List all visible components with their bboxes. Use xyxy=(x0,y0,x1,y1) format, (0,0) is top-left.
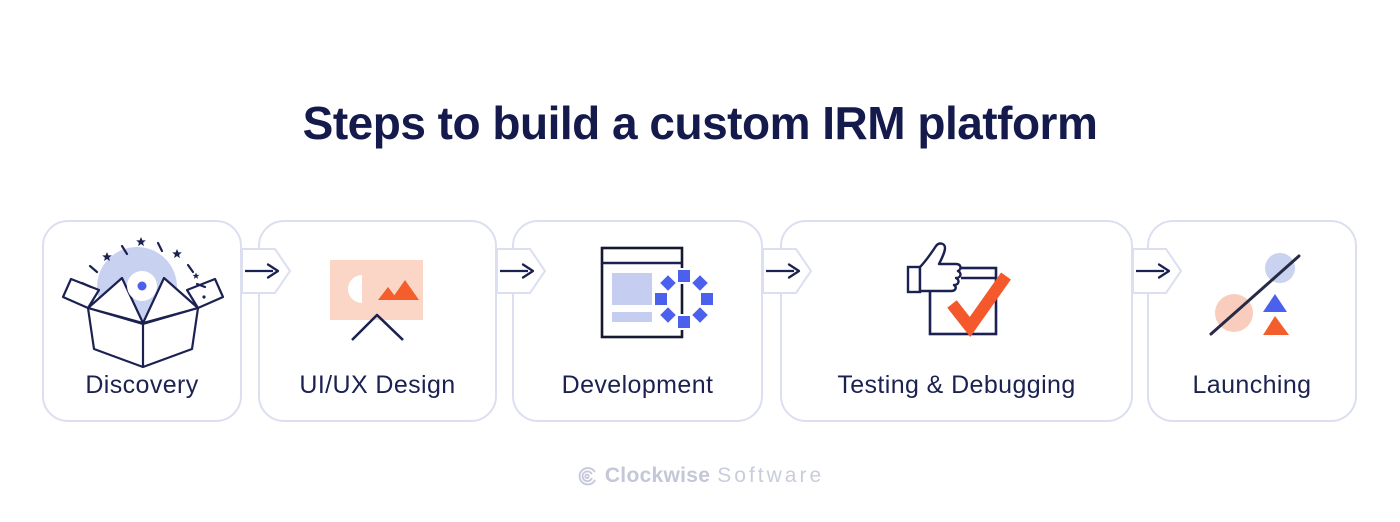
step-card-testing-debugging: Testing & Debugging xyxy=(780,220,1133,422)
step-card-launching: Launching xyxy=(1147,220,1357,422)
launch-shapes-icon xyxy=(1209,253,1301,336)
step-card-discovery: Discovery xyxy=(42,220,242,422)
step-label-discovery: Discovery xyxy=(85,371,199,399)
brand-suffix: Software xyxy=(717,464,825,487)
step-card-uiux-design: UI/UX Design xyxy=(258,220,497,422)
brand-name: Clockwise xyxy=(604,464,711,487)
page-title: Steps to build a custom IRM platform xyxy=(302,97,1098,149)
step-card-development: Development xyxy=(512,220,763,422)
step-label-development: Development xyxy=(561,371,714,399)
thumbs-up-check-icon xyxy=(906,242,1011,338)
step-label-launching: Launching xyxy=(1192,371,1312,399)
clockwise-logo-icon xyxy=(578,467,596,486)
step-label-uiux-design: UI/UX Design xyxy=(299,371,456,399)
design-board-icon xyxy=(330,260,423,341)
open-box-sparkles-icon xyxy=(61,237,225,369)
step-label-testing-debugging: Testing & Debugging xyxy=(837,371,1076,399)
browser-loading-icon xyxy=(600,246,715,339)
footer-brand: Clockwise Software xyxy=(0,464,1400,488)
